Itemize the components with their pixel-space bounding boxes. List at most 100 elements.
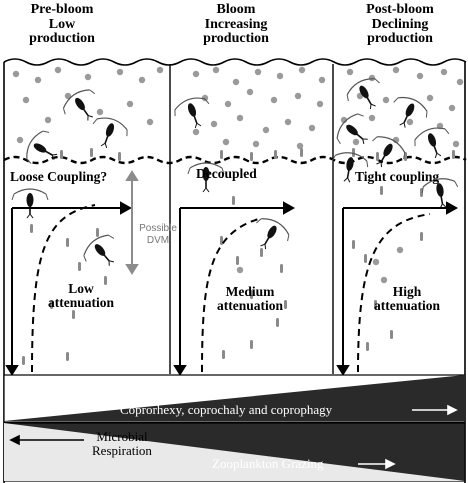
particle: [368, 74, 376, 82]
particle: [236, 266, 244, 274]
particle: [316, 100, 324, 108]
flux-curve-high: [357, 213, 431, 373]
fecal-pellet: [236, 256, 239, 265]
mixed-layer-boundary: [3, 155, 467, 165]
particle: [146, 118, 154, 126]
fecal-pellet: [50, 300, 53, 309]
particle: [126, 100, 134, 108]
fecal-pellet: [366, 342, 369, 351]
fecal-pellet: [352, 240, 355, 249]
dvm-arrow: [125, 170, 139, 275]
fecal-pellet: [90, 148, 93, 157]
particle: [212, 66, 220, 74]
particle: [192, 128, 200, 136]
particle: [156, 66, 164, 74]
fecal-pellet: [96, 228, 99, 237]
copepod-icon: [11, 188, 49, 219]
fecal-pellet: [232, 196, 235, 205]
copepod-icon: [256, 218, 290, 250]
axes-low: [5, 201, 133, 376]
fecal-pellet: [250, 290, 253, 299]
fecal-pellet: [274, 150, 277, 159]
particle: [262, 126, 270, 134]
fecal-pellet: [220, 236, 223, 245]
particle: [54, 66, 62, 74]
microbial-arrow: [9, 434, 84, 446]
fecal-pellet: [452, 150, 455, 159]
particle: [368, 114, 376, 122]
copepod-icon: [187, 162, 225, 193]
particle: [254, 68, 262, 76]
particle: [440, 68, 448, 76]
fecal-pellet: [72, 310, 75, 319]
coprophagy-wedge: [4, 375, 465, 421]
copepod-icon: [393, 96, 428, 128]
microbial-wedge: [4, 423, 465, 481]
zooplankton-grazing-label: Zooplankton Grazing: [212, 456, 324, 471]
particle: [84, 73, 92, 81]
particle: [318, 76, 326, 84]
fecal-pellet: [352, 148, 355, 157]
particle: [372, 258, 380, 266]
particle: [426, 94, 434, 102]
particle: [44, 116, 52, 124]
particle: [246, 88, 254, 96]
particle: [296, 142, 304, 150]
coupling-label-loose: Loose Coupling?: [10, 169, 108, 184]
fecal-pellet: [284, 300, 287, 309]
coprophagy-label: Coprorhexy, coprochaly and coprophagy: [120, 402, 333, 417]
particle: [308, 124, 316, 132]
particle: [294, 92, 302, 100]
fecal-pellet: [78, 262, 81, 271]
particle: [448, 104, 456, 112]
coupling-label-decoupled: Decoupled: [196, 166, 257, 181]
fecal-pellet: [420, 232, 423, 241]
particle: [406, 118, 414, 126]
fecal-pellet: [222, 350, 225, 359]
particle: [12, 70, 20, 78]
fecal-pellet: [374, 300, 377, 309]
coupling-label-tight: Tight coupling: [355, 169, 440, 184]
copepod-icon: [331, 152, 369, 183]
fecal-pellet: [390, 330, 393, 339]
particle: [352, 138, 360, 146]
fecal-pellet: [276, 318, 279, 327]
copepod-icon: [336, 113, 368, 145]
particle: [201, 94, 209, 102]
fecal-pellet: [104, 276, 107, 285]
particle: [346, 68, 354, 76]
fecal-pellet: [22, 356, 25, 365]
copepod-icon: [26, 130, 58, 164]
copepod-group: [11, 78, 459, 266]
particle: [396, 246, 404, 254]
flux-curve-low: [31, 204, 96, 373]
fecal-pellet: [250, 340, 253, 349]
grazing-arrow: [358, 458, 396, 470]
copepod-icon: [346, 78, 380, 110]
axes-medium: [173, 201, 296, 376]
particle: [416, 72, 424, 80]
particle: [452, 140, 460, 148]
particle: [456, 78, 464, 86]
fecal-pellet: [220, 150, 223, 159]
fecal-pellet: [380, 186, 383, 195]
particle: [270, 96, 278, 104]
flux-curve-medium: [201, 217, 263, 373]
fecal-pellet: [60, 150, 63, 159]
fecal-pellet: [66, 352, 69, 361]
particle: [380, 276, 388, 284]
fecal-pellet: [280, 264, 283, 273]
copepod-icon: [62, 89, 96, 121]
copepod-icon: [372, 136, 406, 168]
particle: [64, 92, 72, 100]
particle: [222, 138, 230, 146]
particle: [276, 72, 284, 80]
particle: [232, 78, 240, 86]
particle: [298, 66, 306, 74]
